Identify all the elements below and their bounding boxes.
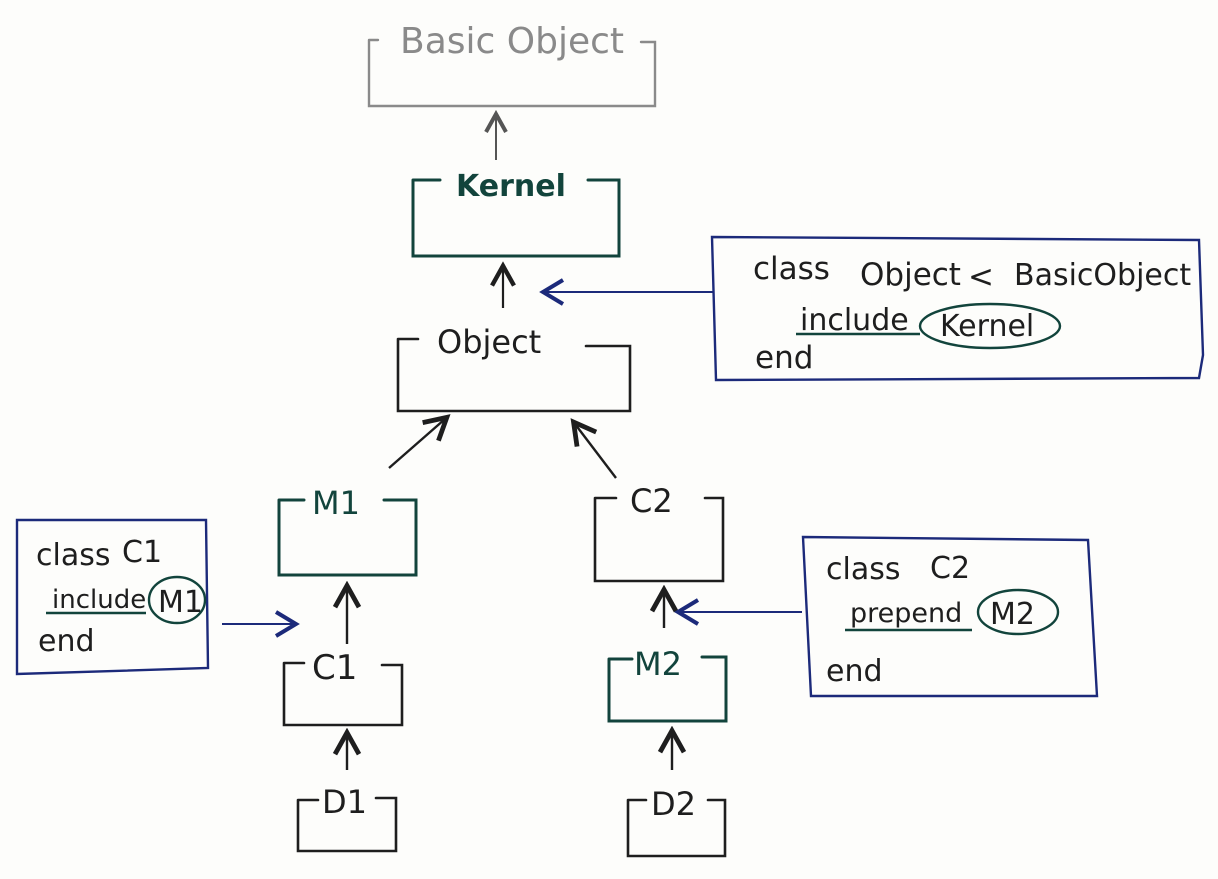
note-c1-module-circle — [147, 575, 207, 625]
node-object: Object — [396, 323, 632, 413]
note-c2-line1-class: class — [826, 552, 900, 587]
note-object-definition: class Object < BasicObject include Kerne… — [539, 235, 1205, 382]
note-object-line1-super: BasicObject — [1014, 258, 1191, 293]
note-object-line2-module: Kernel — [940, 309, 1034, 344]
note-c2-line1-name: C2 — [930, 551, 970, 586]
note-c1-line3: end — [38, 624, 95, 659]
note-c1-line2-keyword: include — [52, 585, 146, 615]
node-c2: C2 — [593, 482, 725, 583]
node-d2: D2 — [626, 785, 727, 858]
node-m2: M2 — [607, 645, 728, 723]
arrow-c2-to-object — [575, 424, 617, 479]
node-m1-label: M1 — [312, 484, 360, 522]
node-kernel: Kernel — [411, 169, 621, 258]
node-c1: C1 — [282, 648, 404, 727]
note-c1-line1-class: class — [36, 538, 110, 573]
note-object-line1-name: Object — [860, 257, 961, 293]
note-object-module-circle — [918, 302, 1062, 350]
node-c2-label: C2 — [630, 482, 673, 520]
node-d2-label: D2 — [651, 785, 696, 823]
node-m1: M1 — [277, 484, 418, 577]
note-c1-definition: class C1 include M1 end — [15, 518, 300, 676]
note-object-line1-op: < — [968, 259, 994, 295]
note-c2-module-circle — [976, 588, 1060, 636]
note-c2-line2-keyword: prepend — [850, 598, 962, 629]
note-c2-definition: class C2 prepend M2 end — [674, 535, 1099, 698]
node-basic-object-label: Basic Object — [400, 21, 624, 62]
inheritance-arrows — [347, 116, 672, 770]
note-object-line3: end — [755, 340, 813, 376]
node-basic-object: Basic Object — [367, 21, 657, 108]
node-c1-label: C1 — [312, 648, 357, 688]
note-c2-line2-module: M2 — [990, 597, 1035, 632]
node-d1-label: D1 — [322, 783, 367, 821]
note-object-line1-class: class — [753, 251, 830, 287]
arrow-m1-to-object — [388, 419, 445, 469]
node-kernel-label: Kernel — [456, 169, 566, 204]
node-d1: D1 — [296, 783, 398, 853]
node-m2-label: M2 — [634, 645, 682, 683]
node-object-label: Object — [437, 323, 541, 361]
note-object-line2-keyword: include — [800, 303, 909, 338]
note-c1-line2-module: M1 — [158, 585, 203, 620]
note-c1-line1-name: C1 — [122, 535, 162, 570]
note-c2-line3: end — [826, 654, 883, 689]
